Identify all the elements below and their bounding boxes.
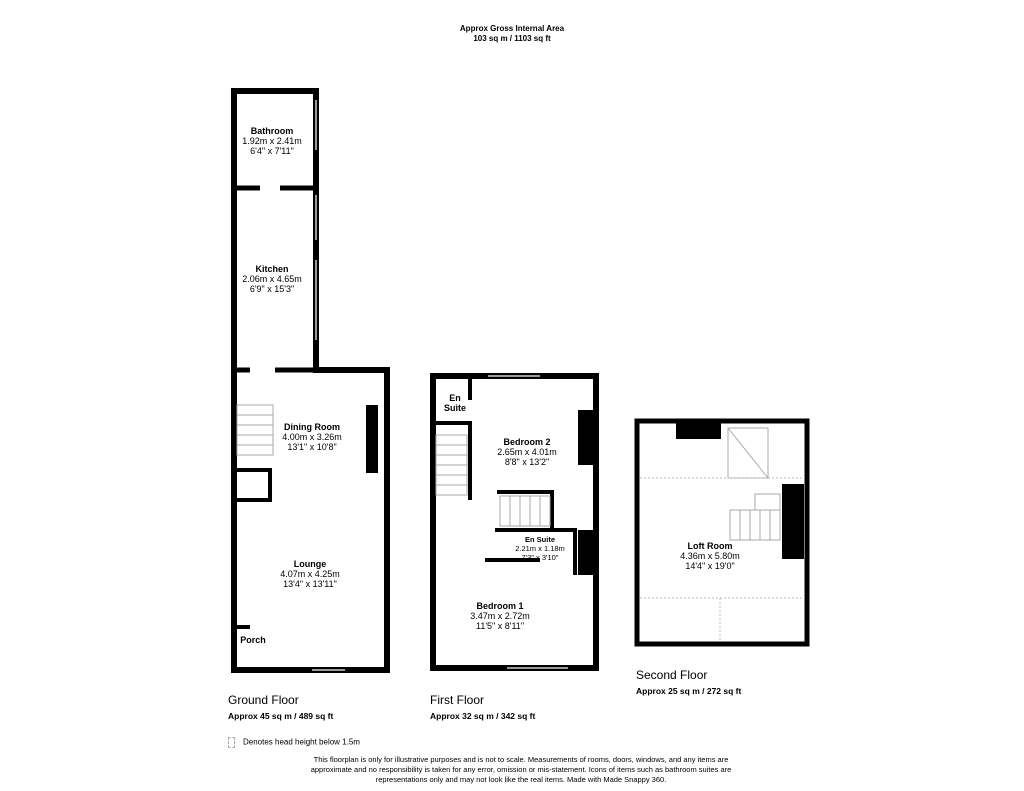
- loft-stairs: [729, 493, 781, 541]
- room-metric: 2.65m x 4.01m: [497, 447, 557, 457]
- room-lounge: Lounge 4.07m x 4.25m 13'4" x 13'11": [280, 559, 340, 589]
- ground-floor-walls: [231, 88, 390, 673]
- room-imperial: 11'5" x 8'11": [475, 621, 525, 631]
- room-porch: Porch: [240, 635, 266, 645]
- floor-area-first: Approx 32 sq m / 342 sq ft: [430, 711, 536, 721]
- room-kitchen: Kitchen 2.06m x 4.65m 6'9" x 15'3": [242, 264, 302, 294]
- room-loft-room: Loft Room 4.36m x 5.80m 14'4" x 19'0": [680, 541, 740, 571]
- room-name: Dining Room: [284, 422, 340, 432]
- room-metric: 4.07m x 4.25m: [280, 569, 340, 579]
- room-name: Loft Room: [687, 541, 733, 551]
- ground-stairs: [236, 404, 274, 456]
- header-area: 103 sq m / 1103 sq ft: [473, 34, 551, 43]
- floor-label-first: First Floor: [430, 693, 484, 707]
- room-imperial: 13'1" x 10'8": [287, 442, 337, 452]
- room-imperial: 6'9" x 15'3": [249, 284, 295, 294]
- room-metric: 4.36m x 5.80m: [680, 551, 740, 561]
- room-imperial: 14'4" x 19'0": [685, 561, 735, 571]
- room-name: Lounge: [293, 559, 327, 569]
- head-height-lines: [640, 477, 804, 641]
- legend: Denotes head height below 1.5m: [228, 737, 360, 748]
- first-floor-walls: [430, 373, 599, 671]
- room-bedroom-1: Bedroom 1 3.47m x 2.72m 11'5" x 8'11": [470, 601, 530, 631]
- room-dining-room: Dining Room 4.00m x 3.26m 13'1" x 10'8": [282, 422, 342, 452]
- floor-label-ground: Ground Floor: [228, 693, 299, 707]
- disclaimer: This floorplan is only for illustrative …: [310, 755, 732, 784]
- room-name: En Suite: [524, 535, 556, 544]
- loft-chimney: [676, 421, 721, 439]
- room-imperial: 6'4" x 7'11": [250, 146, 294, 156]
- loft-chimney-2: [782, 484, 804, 559]
- room-imperial: 13'4" x 13'11": [283, 579, 337, 589]
- room-name: Kitchen: [255, 264, 289, 274]
- chimney-breast: [366, 405, 378, 473]
- room-en-suite: En Suite 2.21m x 1.18m 7'3" x 3'10": [515, 535, 565, 562]
- room-imperial: 8'8" x 13'2": [504, 457, 550, 467]
- floor-area-ground: Approx 45 sq m / 489 sq ft: [228, 711, 334, 721]
- room-metric: 1.92m x 2.41m: [242, 136, 302, 146]
- ground-windows: [312, 100, 345, 671]
- room-metric: 3.47m x 2.72m: [470, 611, 530, 621]
- dashed-box-icon: [228, 737, 235, 748]
- header: Approx Gross Internal Area 103 sq m / 11…: [460, 24, 564, 44]
- legend-text: Denotes head height below 1.5m: [243, 737, 360, 747]
- first-chimney: [578, 410, 593, 465]
- room-name: Bedroom 2: [503, 437, 551, 447]
- room-bathroom: Bathroom 1.92m x 2.41m 6'4" x 7'11": [242, 126, 302, 156]
- floor-label-second: Second Floor: [636, 668, 708, 682]
- room-imperial: 7'3" x 3'10": [521, 553, 559, 562]
- skylight-diagonal: [727, 427, 769, 479]
- first-chimney-2: [578, 530, 593, 575]
- room-metric: 2.21m x 1.18m: [515, 544, 565, 553]
- second-floor-walls: [634, 418, 810, 647]
- header-title: Approx Gross Internal Area: [459, 24, 565, 33]
- room-name: Bedroom 1: [476, 601, 524, 611]
- first-stairs: [435, 434, 551, 527]
- room-bedroom-2: Bedroom 2 2.65m x 4.01m 8'8" x 13'2": [497, 437, 557, 467]
- floor-area-second: Approx 25 sq m / 272 sq ft: [636, 686, 742, 696]
- room-name: Bathroom: [250, 126, 294, 136]
- room-metric: 4.00m x 3.26m: [282, 432, 342, 442]
- first-windows: [488, 375, 568, 669]
- room-metric: 2.06m x 4.65m: [242, 274, 302, 284]
